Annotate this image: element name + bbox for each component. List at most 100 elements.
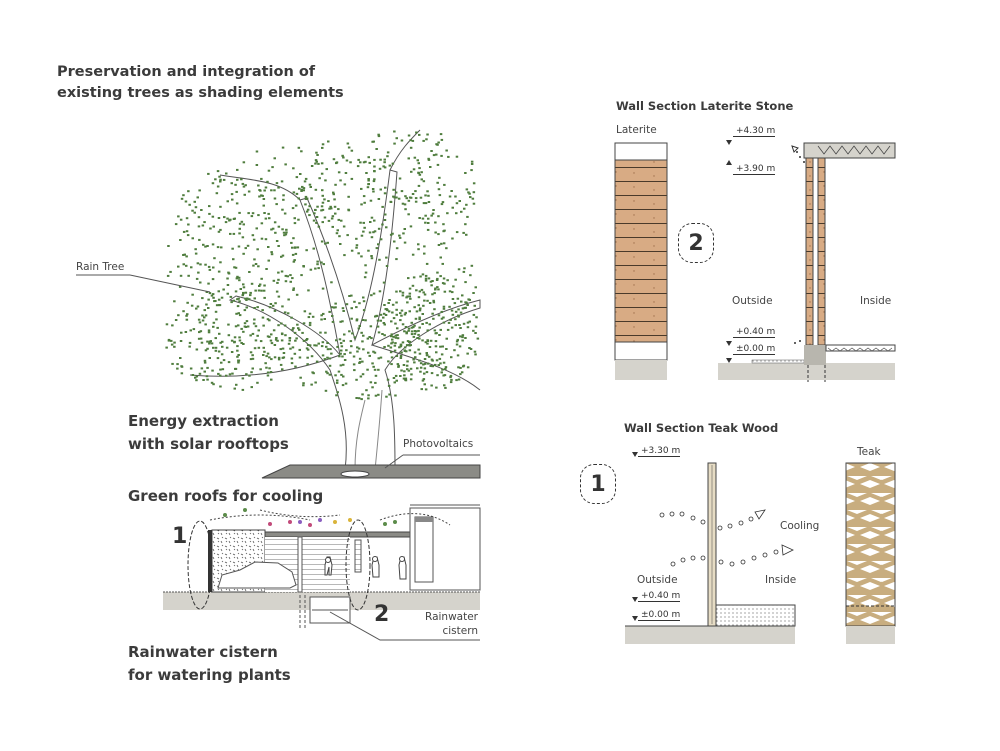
leaf-mark [321,146,324,149]
leaf-mark [216,185,220,188]
leaf-mark [424,388,428,391]
leaf-mark [382,316,385,319]
leaf-mark [325,345,328,348]
laterite-detail-marker: 2 [678,223,714,263]
leaf-mark [260,237,264,240]
leaf-mark [212,383,215,386]
leaf-mark [322,312,325,315]
leaf-mark [236,275,239,278]
leaf-mark [366,368,369,371]
leaf-mark [289,280,292,283]
leaf-mark [203,221,206,224]
leaf-mark [311,315,315,318]
leaf-mark [227,334,231,337]
leaf-mark [235,190,238,193]
leaf-mark [248,271,251,273]
leaf-mark [336,379,339,382]
leaf-mark [292,287,295,290]
leaf-mark [339,179,342,182]
leaf-mark [251,357,255,360]
leaf-mark [166,274,170,277]
leaf-mark [463,207,466,210]
leaf-mark [214,346,218,349]
leaf-mark [412,276,416,279]
leaf-mark [330,207,333,210]
leaf-mark [210,342,214,345]
leaf-mark [464,306,467,309]
leaf-mark [249,291,252,294]
leaf-mark [211,293,215,296]
leaf-mark [302,187,306,190]
leaf-mark [226,200,229,203]
leaf-mark [273,356,277,359]
leaf-mark [256,306,259,309]
leaf-mark [241,294,244,297]
leaf-mark [465,188,469,191]
leaf-mark [382,165,385,168]
leaf-mark [413,361,416,364]
leaf-mark [333,205,337,208]
leaf-mark [269,303,273,305]
leaf-mark [283,212,287,215]
leaf-mark [423,362,427,365]
leaf-mark [300,188,303,191]
leaf-mark [400,309,404,312]
leaf-mark [453,349,456,352]
leaf-mark [399,375,402,377]
leaf-mark [403,346,407,349]
leaf-mark [392,317,396,320]
teak-wall-section [625,452,896,644]
leaf-mark [290,316,293,319]
leaf-mark [285,228,288,231]
leaf-mark [229,232,232,235]
leaf-mark [385,395,388,398]
leaf-mark [350,317,353,320]
leaf-mark [430,214,433,217]
leaf-mark [266,335,270,338]
leaf-mark [436,271,439,274]
main-title-line1: Preservation and integration of [57,64,316,80]
leaf-mark [249,351,253,354]
leaf-mark [203,361,207,364]
leaf-mark [341,307,345,310]
leaf-mark [290,357,294,360]
leaf-mark [233,336,237,339]
leaf-mark [350,307,353,310]
leaf-mark [268,319,271,322]
leaf-mark [439,328,442,331]
leaf-mark [328,357,332,360]
leaf-mark [393,381,396,384]
leaf-mark [213,257,216,260]
leaf-mark [241,236,245,239]
leaf-mark [242,291,245,294]
leaf-mark [250,215,254,218]
leaf-mark [277,225,281,228]
leaf-mark [264,362,267,365]
leaf-mark [180,372,184,375]
leaf-mark [419,307,422,310]
leaf-mark [402,377,406,380]
detail-marker-1: 1 [172,524,188,549]
leaf-mark [326,241,329,244]
leaf-mark [434,231,437,234]
leaf-mark [217,372,220,375]
leaf-mark [244,326,248,328]
leaf-mark [408,287,412,290]
leaf-mark [337,370,341,373]
leaf-mark [442,305,446,308]
leaf-mark [196,196,199,199]
leaf-mark [442,316,445,319]
leaf-mark [308,321,312,324]
leaf-mark [413,156,417,159]
leaf-mark [313,344,316,347]
leaf-mark [253,318,256,321]
leaf-mark [388,164,392,167]
leaf-mark [413,332,417,335]
leaf-mark [440,154,443,157]
leaf-mark [430,372,434,375]
leaf-mark [307,289,310,292]
leaf-mark [399,343,403,346]
leaf-mark [409,378,413,381]
leaf-mark [254,325,258,328]
leaf-mark [466,215,469,218]
